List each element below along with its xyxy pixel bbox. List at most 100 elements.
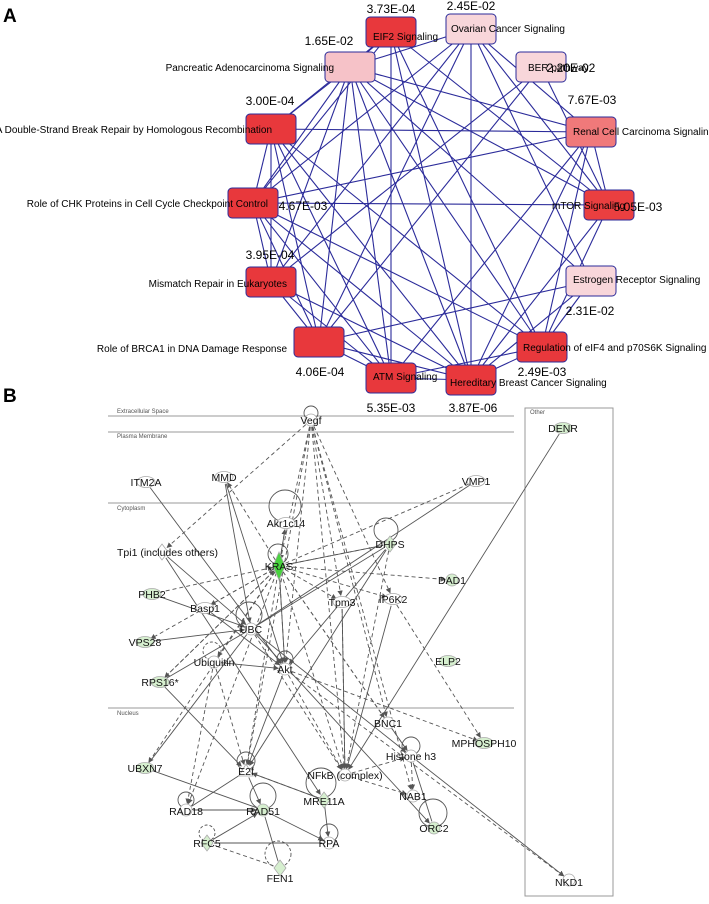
network-edge-dashed	[185, 668, 214, 805]
node-rad18[interactable]: RAD18	[169, 803, 203, 818]
cell-regions: Extracellular Space Plasma Membrane Cyto…	[108, 407, 614, 897]
node-bnc1[interactable]: BNC1	[374, 716, 402, 730]
node-ubxn7[interactable]: UBXN7	[127, 762, 163, 776]
pathway-box	[565, 265, 617, 297]
node-rpa[interactable]: RPA	[319, 836, 340, 850]
node-orc2[interactable]: ORC2	[419, 821, 449, 835]
node-nab1[interactable]: NAB1	[399, 789, 427, 803]
network-edge	[166, 556, 247, 626]
pathway-label: mTOR Signaling	[552, 201, 625, 212]
network-edge	[224, 483, 252, 623]
node-shape	[135, 762, 155, 774]
network-edge-dashed	[251, 772, 318, 798]
node-dhps[interactable]: DHPS	[375, 535, 405, 553]
network-edge-dashed	[213, 844, 274, 867]
node-shape	[150, 676, 170, 688]
network-edge-dashed	[245, 572, 279, 765]
node-label: FEN1	[267, 873, 294, 885]
node-vps28[interactable]: VPS28	[129, 636, 162, 650]
node-tpm3[interactable]: Tpm3	[329, 596, 356, 610]
network-edge	[165, 632, 246, 679]
node-akt[interactable]: Akt	[277, 662, 293, 676]
network-edge-dashed	[283, 426, 311, 663]
node-shape	[304, 413, 318, 427]
pathway-box	[445, 13, 497, 45]
pathway-node-regulation-of-eif4-and-p70s6k-signaling[interactable]: Regulation of eIF4 and p70S6K Signaling2…	[516, 331, 706, 379]
network-edge-dashed	[164, 570, 275, 678]
pathway-edge	[318, 280, 592, 343]
pathway-edge	[541, 131, 592, 348]
node-label: NFkB (complex)	[307, 770, 382, 782]
network-edge	[324, 806, 331, 837]
pathway-node-role-of-chk-proteins-in-cell-cycle-checkpoint-control[interactable]: Role of CHK Proteins in Cell Cycle Check…	[27, 187, 328, 219]
node-kras[interactable]: KRAS	[265, 550, 294, 582]
node-dad1[interactable]: DAD1	[438, 573, 466, 587]
network-edge	[256, 547, 385, 626]
network-edge	[256, 484, 471, 626]
network-edge-dashed	[341, 608, 346, 769]
node-ubiquitin[interactable]: Ubiquitin	[194, 655, 235, 669]
node-vmp1[interactable]: VMP1	[462, 475, 491, 489]
node-label: RPS16*	[141, 677, 178, 689]
pathway-node-dna-double-strand-break-repair-by-homologous-recombination[interactable]: DNA Double-Strand Break Repair by Homolo…	[0, 94, 297, 145]
pathway-node-pancreatic-adenocarcinoma-signaling[interactable]: Pancreatic Adenocarcinoma Signaling1.65E…	[166, 34, 376, 83]
node-ip6k2[interactable]: IP6K2	[379, 593, 408, 607]
network-edge-dashed	[284, 569, 337, 599]
node-basp1[interactable]: Basp1	[190, 602, 220, 616]
node-histone-h3[interactable]: Histone h3	[386, 749, 436, 763]
node-elp2[interactable]: ELP2	[435, 655, 461, 669]
node-fen1[interactable]: FEN1	[267, 859, 294, 885]
node-denr[interactable]: DENR	[548, 422, 578, 436]
node-shape	[322, 836, 336, 850]
node-shape	[553, 422, 573, 434]
node-e2f[interactable]: E2f	[238, 763, 254, 778]
network-edge-dashed	[158, 565, 274, 593]
pathway-label: BER pathway	[528, 63, 589, 74]
node-phb2[interactable]: PHB2	[138, 588, 166, 602]
pathway-label: Estrogen Receptor Signaling	[573, 275, 700, 286]
pathway-edge	[270, 128, 592, 133]
node-mmd[interactable]: MMD	[211, 471, 237, 485]
region-cytoplasm: Cytoplasm	[117, 506, 145, 512]
node-ubc[interactable]: UBC	[240, 622, 263, 636]
network-edge-dashed	[311, 426, 347, 769]
node-shape	[338, 768, 352, 782]
node-mre11a[interactable]: MRE11A	[303, 791, 345, 809]
node-tpi1-includes-others[interactable]: Tpi1 (includes others)	[117, 543, 218, 561]
node-itm2a[interactable]: ITM2A	[131, 476, 162, 490]
node-nkd1[interactable]: NKD1	[555, 873, 583, 889]
pathway-node-hereditary-breast-cancer-signaling[interactable]: Hereditary Breast Cancer Signaling3.87E-…	[445, 364, 607, 415]
node-nfkb-complex[interactable]: NFkB (complex)	[307, 768, 383, 782]
node-shape	[383, 593, 403, 605]
node-rad51[interactable]: RAD51	[246, 803, 280, 818]
node-label: IP6K2	[379, 594, 408, 606]
node-label: NAB1	[399, 791, 427, 803]
node-vegf[interactable]: Vegf	[300, 413, 322, 427]
network-edge	[165, 557, 321, 795]
network-edge-dashed	[187, 572, 277, 805]
pathway-label: Ovarian Cancer Signaling	[451, 24, 565, 35]
region-nucleus: Nucleus	[117, 711, 139, 717]
pathway-edge	[270, 128, 392, 379]
node-rps16[interactable]: RPS16*	[141, 676, 179, 690]
node-rfc5[interactable]: RFC5	[193, 834, 221, 852]
node-shape	[383, 535, 397, 553]
network-edges	[148, 424, 565, 877]
node-label: Tpi1 (includes others)	[117, 547, 218, 559]
node-label: Ubiquitin	[194, 657, 235, 669]
node-akr1c14[interactable]: Akr1c14	[267, 517, 306, 531]
pathway-node-role-of-brca1-in-dna-damage-response[interactable]: Role of BRCA1 in DNA Damage Response4.06…	[97, 326, 345, 379]
node-shape	[438, 655, 458, 667]
node-shape	[381, 716, 395, 730]
node-mphosph10[interactable]: MPHOSPH10	[452, 737, 517, 751]
pathway-box	[245, 266, 297, 298]
pathway-edge	[349, 66, 392, 379]
